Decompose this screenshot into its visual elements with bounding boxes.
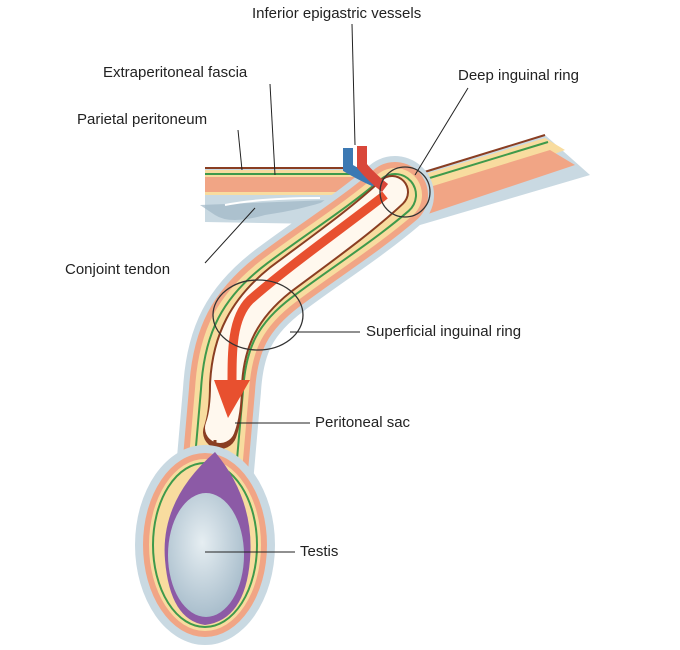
inferior-epigastric-vessels [343, 146, 389, 192]
label-extraperitoneal-fascia: Extraperitoneal fascia [103, 64, 248, 81]
label-conjoint-tendon: Conjoint tendon [65, 261, 171, 278]
label-superficial-inguinal-ring: Superficial inguinal ring [366, 323, 522, 340]
deep-inguinal-ring [379, 166, 431, 218]
testis-drawing [135, 440, 275, 645]
label-inferior-epigastric-vessels: Inferior epigastric vessels [252, 5, 422, 22]
label-testis: Testis [300, 543, 339, 560]
superficial-inguinal-ring [212, 279, 304, 351]
label-deep-inguinal-ring: Deep inguinal ring [458, 67, 579, 84]
abdominal-wall-right [404, 134, 590, 225]
descent-arrow [214, 191, 388, 418]
leader-lines [204, 23, 469, 553]
label-parietal-peritoneum: Parietal peritoneum [77, 111, 208, 128]
label-peritoneal-sac: Peritoneal sac [315, 414, 411, 431]
